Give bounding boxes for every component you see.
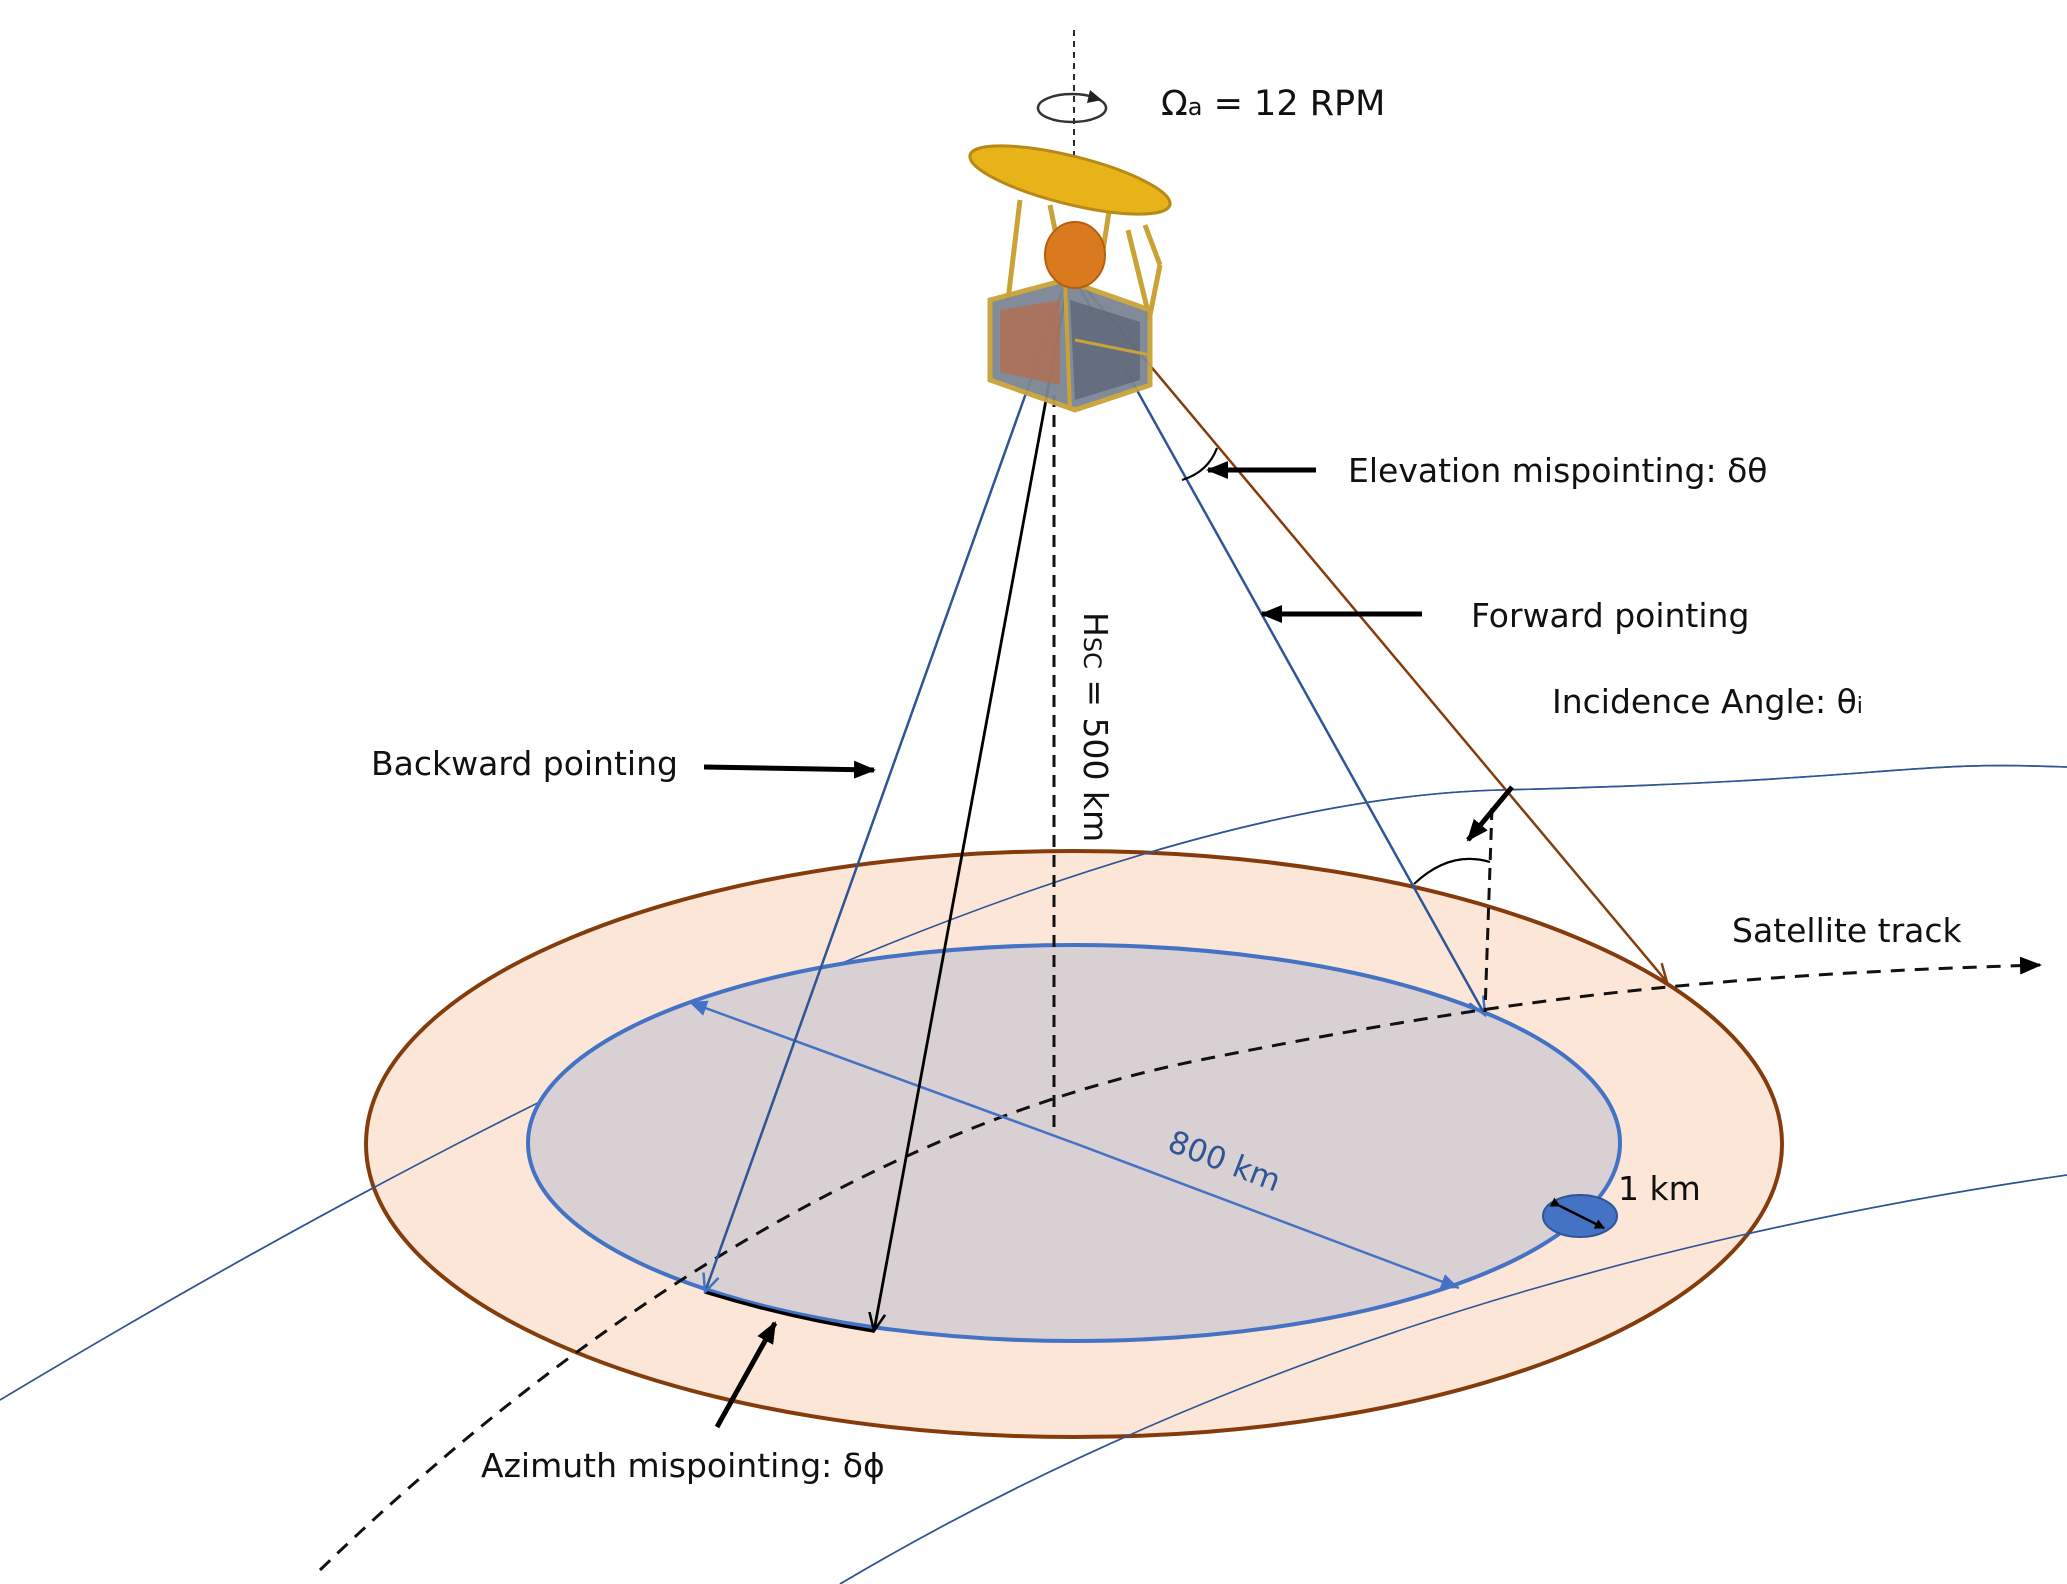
- azimuth-mispointing-label: Azimuth mispointing: δϕ: [481, 1446, 885, 1485]
- altitude-label: HSC = 500 km: [1076, 612, 1115, 842]
- footprint-size-label: 1 km: [1618, 1169, 1701, 1208]
- earth-curve-upper-overlay: [0, 764, 2067, 1401]
- footprint-size-arrow: [1549, 1197, 1605, 1230]
- swath-width-arrow-2: [1073, 1141, 1460, 1290]
- incidence-pointer-arrow: [1466, 785, 1514, 842]
- satellite-track-line: [318, 956, 2042, 1572]
- rotation-rate-label: Ωa = 12 RPM: [1161, 84, 1385, 124]
- mispointed-elevation-beam: [1069, 269, 1667, 982]
- elevation-mispointing-label: Elevation mispointing: δθ: [1348, 451, 1767, 490]
- incidence-normal-line: [1483, 807, 1494, 1013]
- backward-beam: [705, 269, 1072, 1292]
- azimuth-pointer-arrow: [714, 1321, 778, 1429]
- incidence-angle-label: Incidence Angle: θi: [1552, 682, 1863, 721]
- forward-pointing-label: Forward pointing: [1471, 596, 1749, 635]
- azimuth-mispointing-arc: [704, 1290, 875, 1333]
- earth-curve-lower-overlay: [839, 1174, 2067, 1584]
- mispointed-azimuth-beam: [874, 269, 1072, 1331]
- forward-beam: [1068, 269, 1485, 1015]
- satellite-track-label: Satellite track: [1732, 911, 1963, 950]
- satellite-icon: [968, 144, 1172, 413]
- swath-width-arrow: [688, 1000, 1075, 1145]
- elevation-angle-arc: [1181, 447, 1219, 482]
- rotation-icon: [1036, 90, 1108, 124]
- incidence-angle-arc: [1413, 857, 1491, 885]
- backward-pointer-arrow: [703, 760, 876, 779]
- backward-pointing-label: Backward pointing: [371, 744, 678, 783]
